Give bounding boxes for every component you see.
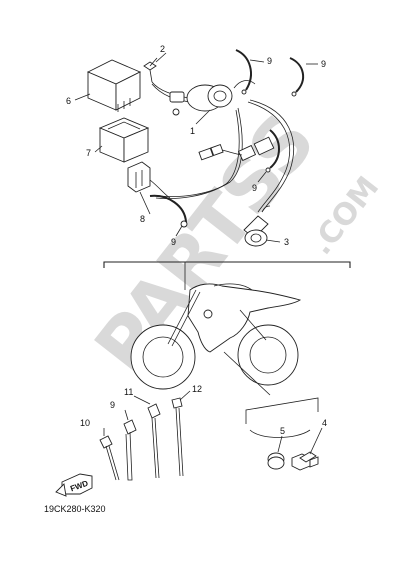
part-9-clamps xyxy=(149,49,305,228)
part-3-plug-cap xyxy=(243,205,271,247)
callout-9-left: 9 xyxy=(171,237,176,247)
callout-1: 1 xyxy=(190,126,195,136)
callout-5: 5 xyxy=(280,426,285,436)
part-2-bolt xyxy=(143,57,158,83)
motorcycle-outline xyxy=(130,283,302,396)
harness-connectors xyxy=(198,136,275,162)
part-10-cable-tie xyxy=(99,435,120,481)
part-4-bolt xyxy=(291,451,319,471)
callout-10: 10 xyxy=(80,418,90,428)
wire-harness xyxy=(151,80,294,213)
front-direction-arrow: FWD xyxy=(55,473,93,497)
callout-8: 8 xyxy=(140,214,145,224)
callout-9-lower: 9 xyxy=(110,400,115,410)
part-6-relay-unit xyxy=(86,59,142,112)
part-1-ignition-unit xyxy=(169,84,233,116)
part-7-cover xyxy=(98,117,150,163)
callout-9-top-left: 9 xyxy=(267,56,272,66)
callout-6: 6 xyxy=(66,96,71,106)
part-5-washer xyxy=(267,452,285,470)
part-11-cable-tie xyxy=(147,403,161,479)
part-12-cable-tie xyxy=(171,397,184,477)
callout-7: 7 xyxy=(86,148,91,158)
diagram-part-code: 19CK280-K320 xyxy=(44,504,106,514)
callout-3: 3 xyxy=(284,237,289,247)
leader-lines xyxy=(74,52,323,455)
callout-12: 12 xyxy=(192,384,202,394)
callout-4: 4 xyxy=(322,418,327,428)
part-8-connector xyxy=(127,161,171,199)
callout-2: 2 xyxy=(160,44,165,54)
part-4-5-bracket xyxy=(245,397,319,438)
watermark-suffix: .COM xyxy=(304,170,386,262)
group-bracket xyxy=(103,261,351,290)
callout-9-top-right: 9 xyxy=(321,59,326,69)
callouts: 2 1 3 6 7 8 9 9 9 9 9 10 11 12 5 4 xyxy=(66,44,327,436)
callout-9-mid: 9 xyxy=(252,183,257,193)
part-9-lower-clamp xyxy=(123,419,137,481)
callout-11: 11 xyxy=(124,387,133,397)
